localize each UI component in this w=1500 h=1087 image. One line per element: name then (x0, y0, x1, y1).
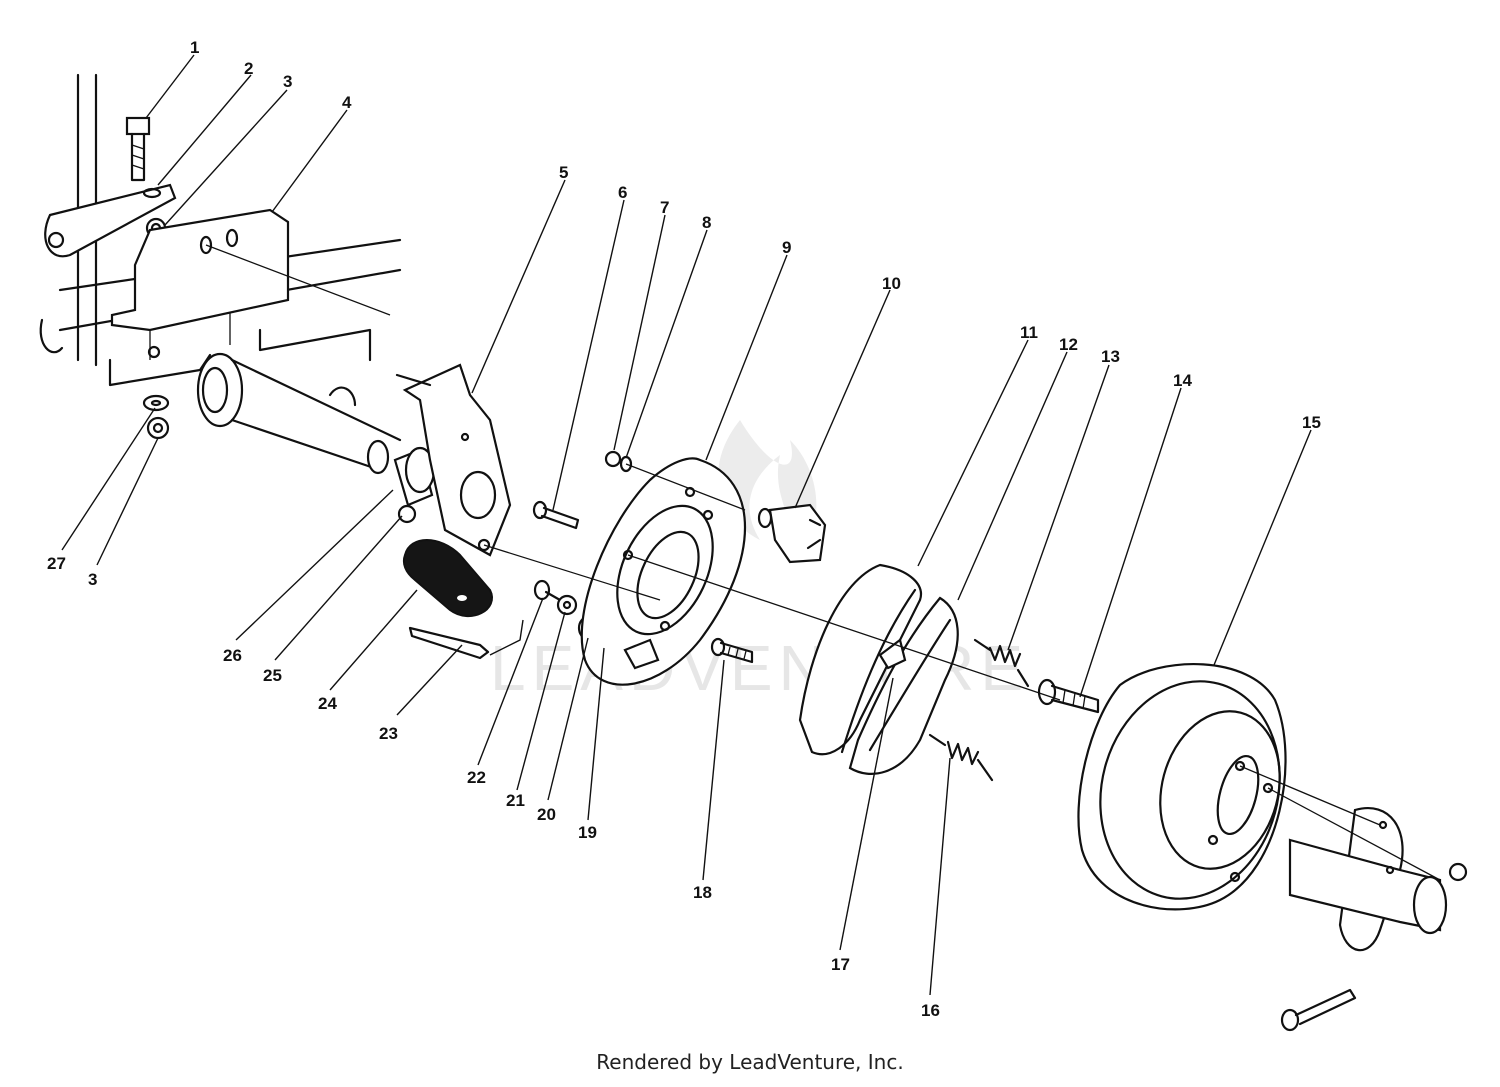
boot-part-24 (402, 539, 493, 617)
callout-10: 10 (882, 274, 901, 293)
bolt-part-22 (533, 579, 562, 602)
callout-22: 22 (467, 768, 486, 787)
callout-15: 15 (1302, 413, 1321, 432)
brake-bracket-part-5 (395, 363, 512, 557)
callout-21: 21 (506, 791, 525, 810)
callout-3: 3 (283, 72, 292, 91)
callout-13: 13 (1101, 347, 1120, 366)
axle-shaft (196, 352, 402, 475)
callout-27: 27 (47, 554, 66, 573)
washer-part-21 (556, 594, 578, 616)
callout-14: 14 (1173, 371, 1192, 390)
bracket-part-2 (44, 183, 177, 258)
backing-plate-part-9 (580, 457, 747, 686)
callout-7: 7 (660, 198, 669, 217)
callout-11: 11 (1020, 323, 1038, 342)
cam-part-10 (757, 503, 827, 564)
callout-12: 12 (1059, 335, 1078, 354)
bolt-part-6 (532, 500, 580, 530)
callout-25: 25 (263, 666, 282, 685)
cotter-pin-part-23 (408, 619, 524, 660)
nut-part-3-bottom (146, 416, 170, 440)
callout-labels: 1 2 3 4 5 6 7 8 9 10 11 12 13 14 15 16 1… (47, 38, 1321, 1020)
callout-26: 26 (223, 646, 242, 665)
footer-credit: Rendered by LeadVenture, Inc. (596, 1050, 904, 1074)
bushing-part-26 (393, 446, 436, 507)
washer-part-27 (142, 394, 170, 412)
assembly-lines (205, 244, 1441, 881)
spring-part-16 (928, 733, 994, 782)
brake-drum-part-15 (1077, 663, 1287, 911)
callout-24: 24 (318, 694, 337, 713)
callout-16: 16 (921, 1001, 940, 1020)
plate-part-4 (110, 208, 290, 359)
bolt-part-18 (710, 637, 754, 664)
spring-part-13 (973, 638, 1030, 688)
callout-2: 2 (244, 59, 253, 78)
callout-20: 20 (537, 805, 556, 824)
callout-9: 9 (782, 238, 791, 257)
callout-4: 4 (342, 93, 352, 112)
callout-5: 5 (559, 163, 568, 182)
callout-1: 1 (190, 38, 199, 57)
bolt-part-1 (125, 116, 151, 182)
hub-nut (1448, 862, 1468, 882)
wheel-hub (1288, 807, 1448, 952)
callout-17: 17 (831, 955, 850, 974)
hub-bolt (1280, 988, 1357, 1032)
callout-6: 6 (618, 183, 627, 202)
callout-3-bottom: 3 (88, 570, 97, 589)
callout-23: 23 (379, 724, 398, 743)
callout-8: 8 (702, 213, 711, 232)
nut-part-7 (604, 450, 622, 468)
callout-18: 18 (693, 883, 712, 902)
callout-19: 19 (578, 823, 597, 842)
brake-shoe-part-11 (798, 563, 923, 756)
stud-part-14 (1037, 678, 1100, 714)
nut-part-25 (397, 504, 417, 524)
leader-lines (61, 54, 1312, 996)
